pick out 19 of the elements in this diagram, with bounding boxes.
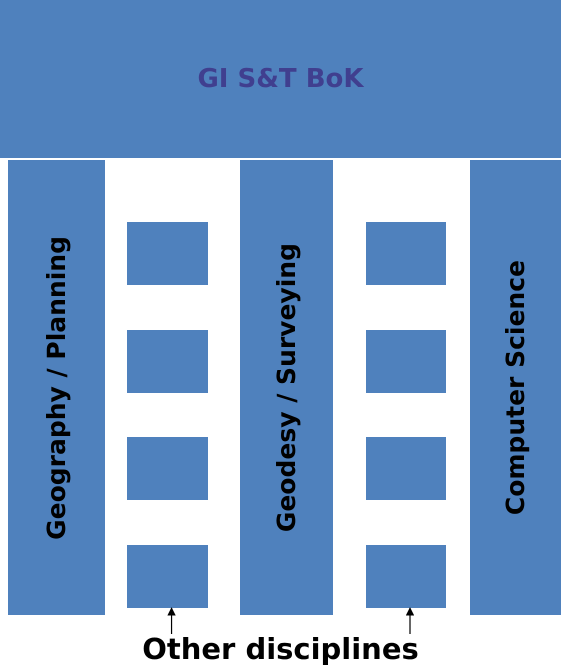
header-band: [0, 0, 561, 158]
discipline-label: Geography / Planning: [42, 236, 71, 540]
discipline-label: Geodesy / Surveying: [272, 242, 301, 532]
discipline-box: [127, 437, 208, 500]
discipline-box: [366, 437, 446, 500]
arrow: [167, 607, 176, 634]
discipline-column: [240, 160, 333, 615]
discipline-box: [127, 222, 208, 285]
discipline-box: [127, 545, 208, 608]
discipline-column: [8, 160, 105, 615]
arrow: [406, 607, 414, 634]
discipline-column: [470, 160, 561, 615]
discipline-box: [366, 222, 446, 285]
title-text: GI S&T BoK: [197, 64, 364, 94]
caption-text: Other disciplines: [142, 632, 419, 666]
discipline-label: Computer Science: [501, 260, 530, 516]
discipline-box: [366, 545, 446, 608]
discipline-box: [127, 330, 208, 393]
discipline-box: [366, 330, 446, 393]
